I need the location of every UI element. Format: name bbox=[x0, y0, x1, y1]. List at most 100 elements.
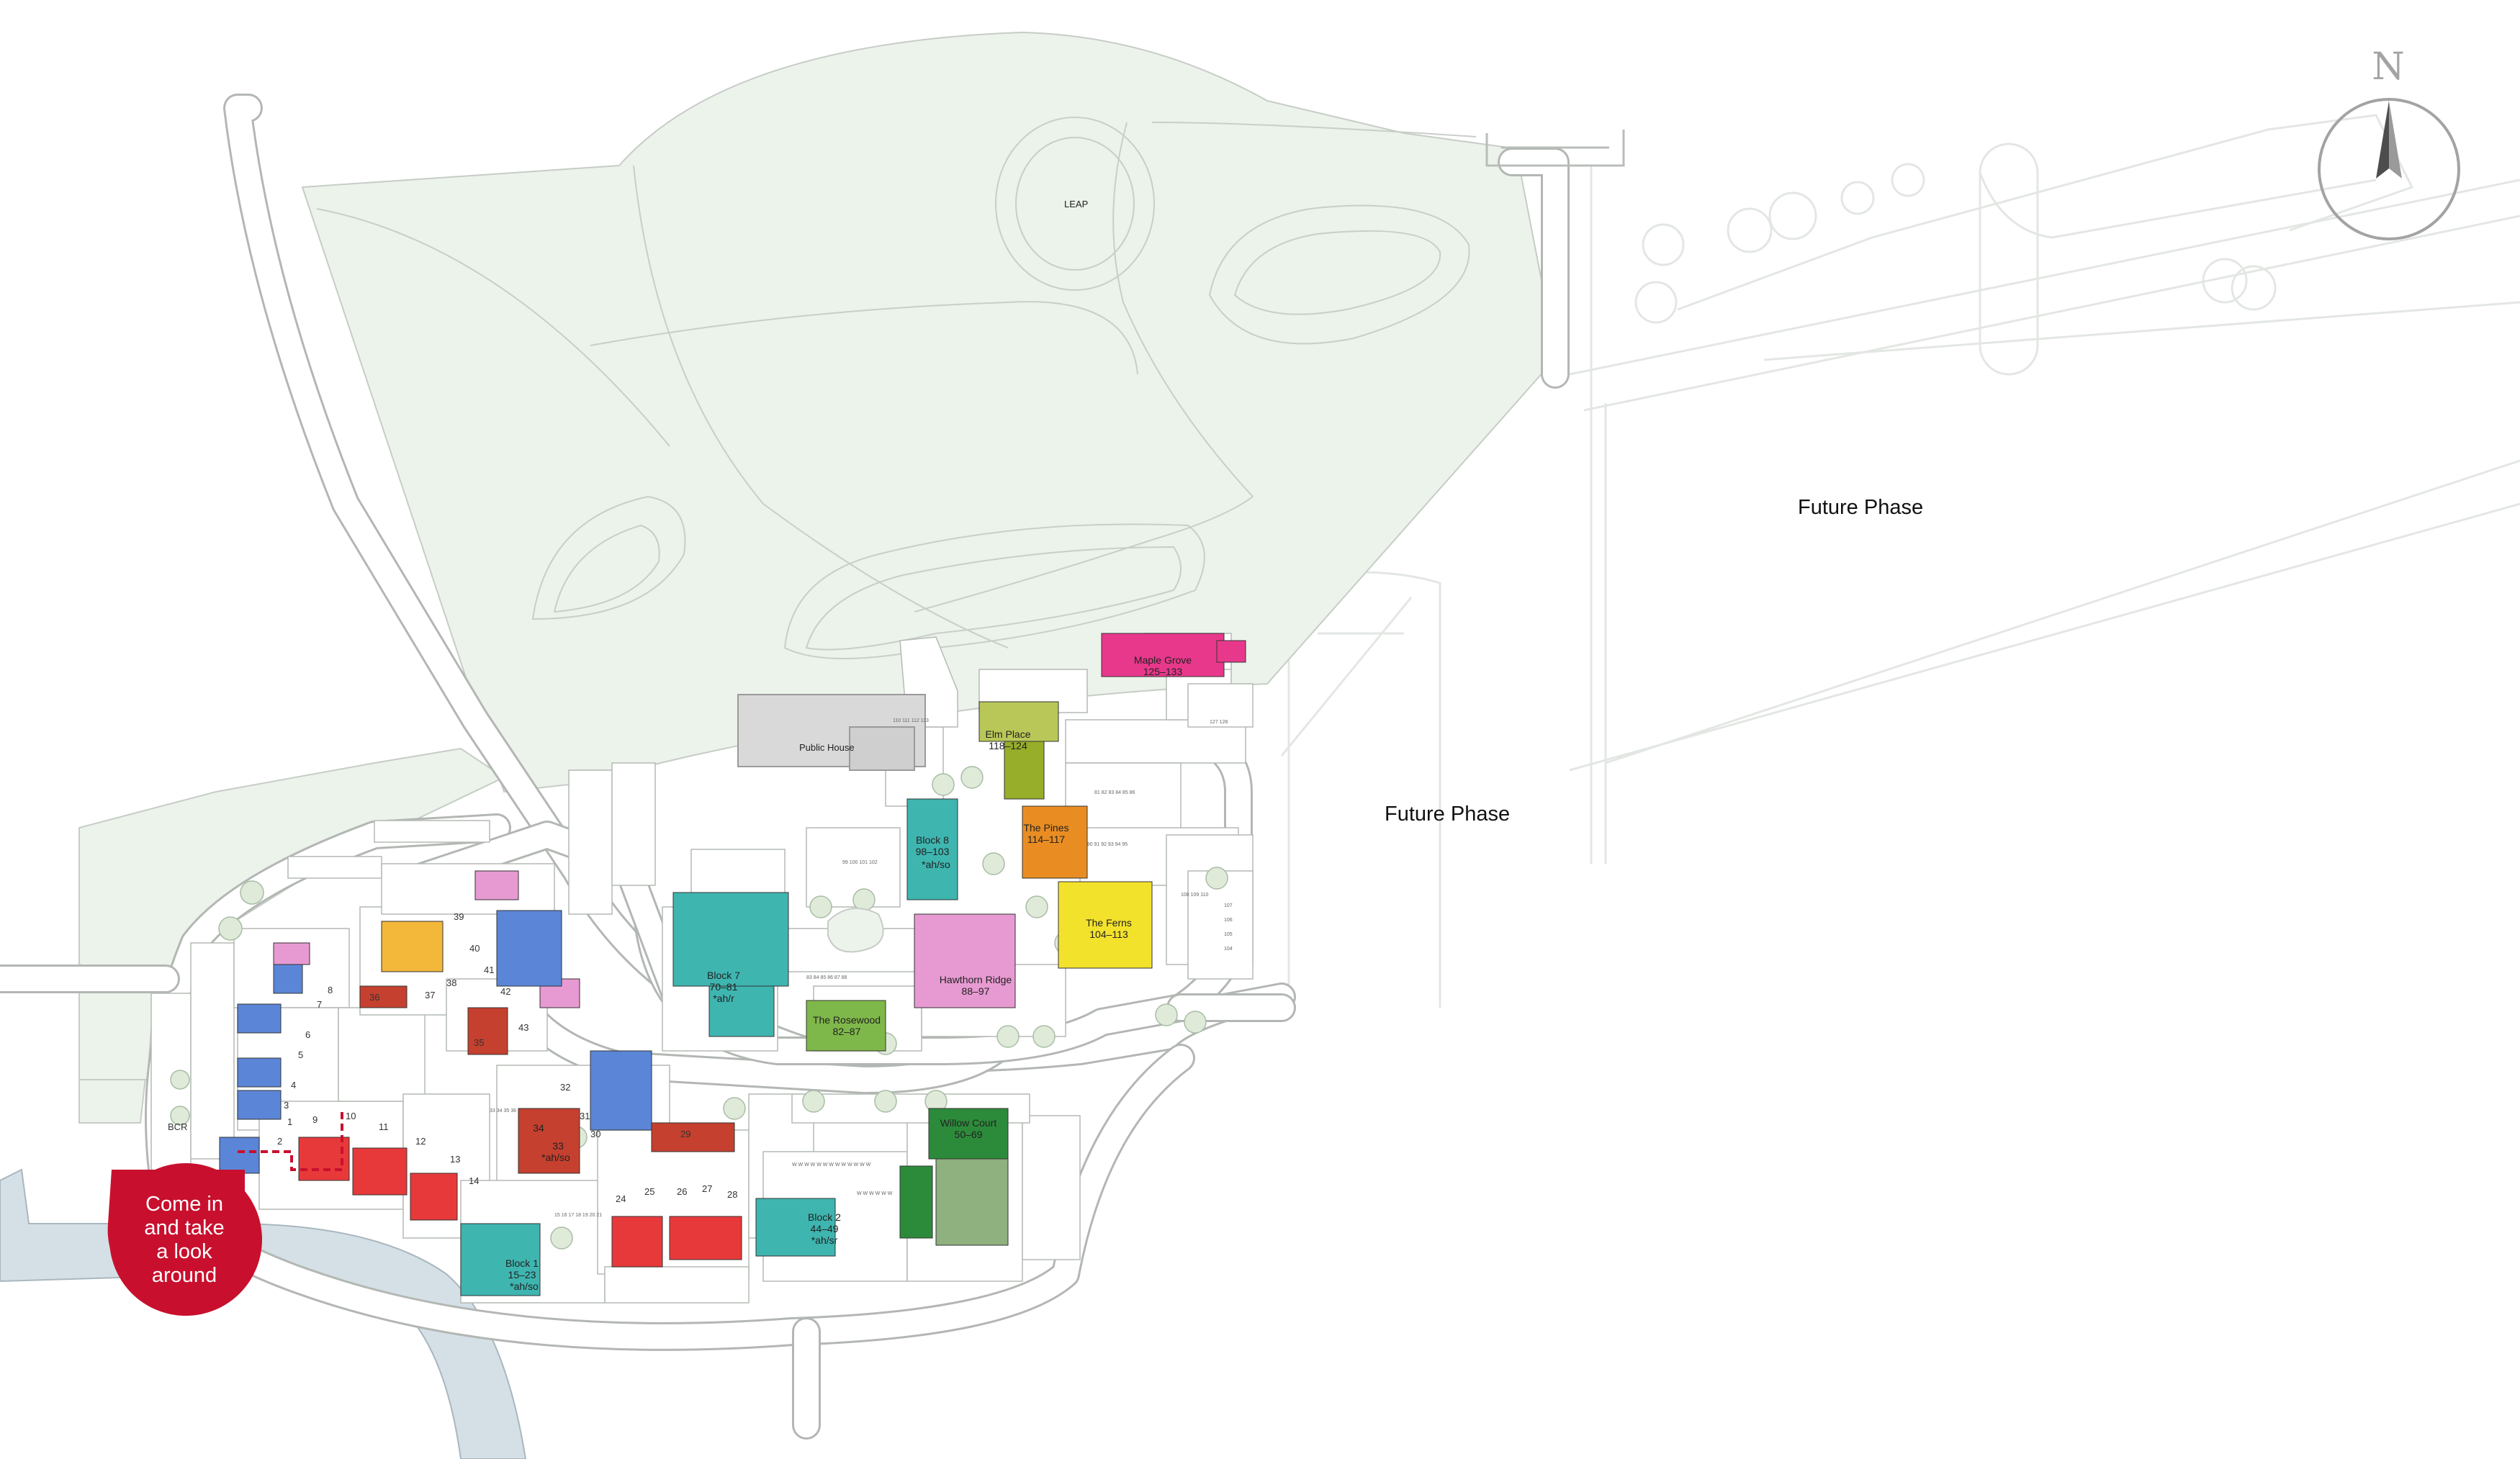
svg-text:35: 35 bbox=[474, 1037, 484, 1048]
svg-text:2: 2 bbox=[277, 1136, 282, 1147]
north-compass: N bbox=[2318, 45, 2460, 240]
svg-text:40: 40 bbox=[469, 943, 480, 954]
svg-text:104: 104 bbox=[1224, 947, 1233, 952]
svg-text:27: 27 bbox=[702, 1183, 712, 1194]
block-1-note: *ah/so bbox=[510, 1280, 539, 1292]
svg-text:31: 31 bbox=[580, 1111, 590, 1121]
compass-arrow-icon bbox=[2376, 101, 2389, 179]
block-labels: Maple Grove 125–133 Elm Place 118–124 Th… bbox=[505, 654, 1192, 1292]
elm-place-name: Elm Place bbox=[985, 728, 1030, 740]
the-ferns-units: 104–113 bbox=[1089, 929, 1128, 940]
the-rosewood-name: The Rosewood bbox=[813, 1014, 881, 1026]
maple-grove-units: 125–133 bbox=[1143, 666, 1183, 677]
svg-text:29: 29 bbox=[680, 1129, 690, 1139]
elm-place-units: 118–124 bbox=[989, 740, 1027, 751]
svg-text:6: 6 bbox=[305, 1029, 310, 1040]
svg-text:28: 28 bbox=[727, 1189, 737, 1200]
svg-text:89 90 91 92 93 94 95: 89 90 91 92 93 94 95 bbox=[1080, 842, 1128, 847]
house-blocks bbox=[219, 633, 1246, 1296]
svg-text:39: 39 bbox=[454, 911, 464, 922]
green-bottom-left bbox=[78, 978, 156, 1080]
cta-line-4: around bbox=[152, 1264, 217, 1287]
svg-text:25: 25 bbox=[644, 1186, 654, 1197]
svg-text:30: 30 bbox=[590, 1129, 600, 1139]
svg-text:9: 9 bbox=[312, 1114, 318, 1125]
block-33-name: 33 bbox=[552, 1140, 564, 1152]
svg-text:43: 43 bbox=[518, 1022, 528, 1033]
svg-text:8: 8 bbox=[328, 985, 333, 995]
the-ferns-name: The Ferns bbox=[1086, 917, 1132, 929]
leap-label: LEAP bbox=[1064, 199, 1088, 209]
block-7-note: *ah/r bbox=[713, 993, 734, 1004]
svg-text:3: 3 bbox=[284, 1100, 289, 1111]
svg-text:36: 36 bbox=[369, 992, 379, 1003]
svg-text:32: 32 bbox=[560, 1082, 570, 1093]
come-in-cta[interactable]: Come in and take a look around bbox=[107, 1163, 262, 1316]
svg-text:110 111 112 113: 110 111 112 113 bbox=[893, 718, 929, 723]
svg-text:33 34 35 36: 33 34 35 36 bbox=[490, 1108, 516, 1114]
north-label: N bbox=[2372, 45, 2405, 89]
cta-line-3: a look bbox=[156, 1240, 212, 1263]
public-house bbox=[737, 694, 926, 771]
block-8-name: Block 8 bbox=[916, 834, 949, 846]
trees bbox=[170, 766, 1228, 1250]
svg-text:4: 4 bbox=[291, 1080, 296, 1090]
willow-court-name: Willow Court bbox=[940, 1117, 997, 1129]
hawthorn-ridge-name: Hawthorn Ridge bbox=[940, 974, 1012, 985]
hawthorn-ridge-units: 88–97 bbox=[962, 985, 990, 997]
svg-text:37: 37 bbox=[425, 990, 435, 1000]
small-green bbox=[827, 908, 884, 953]
car-parks bbox=[287, 636, 958, 915]
svg-text:7: 7 bbox=[317, 999, 322, 1010]
svg-text:24: 24 bbox=[616, 1193, 626, 1204]
svg-text:38: 38 bbox=[446, 977, 456, 988]
block-7-name: Block 7 bbox=[707, 970, 740, 981]
svg-text:107: 107 bbox=[1224, 903, 1233, 908]
svg-text:99 100 101 102: 99 100 101 102 bbox=[842, 860, 878, 865]
park-paths bbox=[316, 117, 1477, 659]
svg-text:41: 41 bbox=[484, 965, 494, 975]
svg-text:108 109 110: 108 109 110 bbox=[1181, 893, 1209, 898]
block-7-units: 70–81 bbox=[710, 981, 738, 993]
block-33-note: *ah/so bbox=[541, 1152, 570, 1163]
willow-court-units: 50–69 bbox=[955, 1129, 983, 1140]
svg-text:14: 14 bbox=[469, 1175, 479, 1186]
block-2-units: 44–49 bbox=[811, 1223, 839, 1234]
svg-text:106: 106 bbox=[1224, 918, 1233, 923]
svg-text:1: 1 bbox=[287, 1116, 292, 1127]
svg-text:W W W W W W: W W W W W W bbox=[857, 1191, 893, 1196]
svg-text:83 84 85 86 87 88: 83 84 85 86 87 88 bbox=[806, 975, 847, 980]
block-8-units: 98–103 bbox=[916, 846, 950, 857]
svg-text:11: 11 bbox=[379, 1121, 389, 1132]
block-1-units: 15–23 bbox=[508, 1269, 536, 1280]
tiny-plot-labels: 110 111 112 113 81 82 83 84 85 86 89 90 … bbox=[490, 718, 1233, 1218]
show-home-marker bbox=[238, 1108, 343, 1171]
block-33-units: 34 bbox=[533, 1122, 544, 1134]
block-2-name: Block 2 bbox=[808, 1211, 841, 1223]
the-pines-name: The Pines bbox=[1023, 822, 1068, 834]
svg-text:127 128: 127 128 bbox=[1210, 720, 1228, 725]
svg-text:W W W W W W W W W W W W W: W W W W W W W W W W W W W bbox=[792, 1162, 871, 1167]
compass-ring bbox=[2318, 98, 2460, 240]
bcr-label: BCR bbox=[168, 1121, 187, 1132]
svg-text:26: 26 bbox=[677, 1186, 687, 1197]
svg-text:105: 105 bbox=[1224, 932, 1233, 937]
future-phase-label-1: Future Phase bbox=[1798, 496, 1923, 519]
block-2-note: *ah/sr bbox=[811, 1234, 838, 1246]
public-house-label: Public House bbox=[799, 742, 855, 753]
block-1-name: Block 1 bbox=[505, 1257, 539, 1269]
the-rosewood-units: 82–87 bbox=[833, 1026, 861, 1037]
cta-line-1: Come in bbox=[145, 1193, 223, 1216]
svg-text:42: 42 bbox=[500, 986, 510, 997]
future-phase-label-2: Future Phase bbox=[1385, 803, 1510, 826]
plot-number-labels: 1 2 3 4 5 6 7 8 9 10 11 12 13 14 24 25 2… bbox=[277, 911, 737, 1204]
svg-text:13: 13 bbox=[450, 1154, 460, 1165]
the-pines-units: 114–117 bbox=[1027, 834, 1066, 845]
svg-text:15 16 17 18 19 20 21: 15 16 17 18 19 20 21 bbox=[554, 1213, 602, 1218]
svg-text:5: 5 bbox=[298, 1049, 303, 1060]
svg-text:12: 12 bbox=[415, 1136, 426, 1147]
svg-text:81 82 83 84 85 86: 81 82 83 84 85 86 bbox=[1094, 790, 1135, 795]
block-8-note: *ah/so bbox=[922, 859, 950, 870]
maple-grove-name: Maple Grove bbox=[1134, 654, 1192, 666]
